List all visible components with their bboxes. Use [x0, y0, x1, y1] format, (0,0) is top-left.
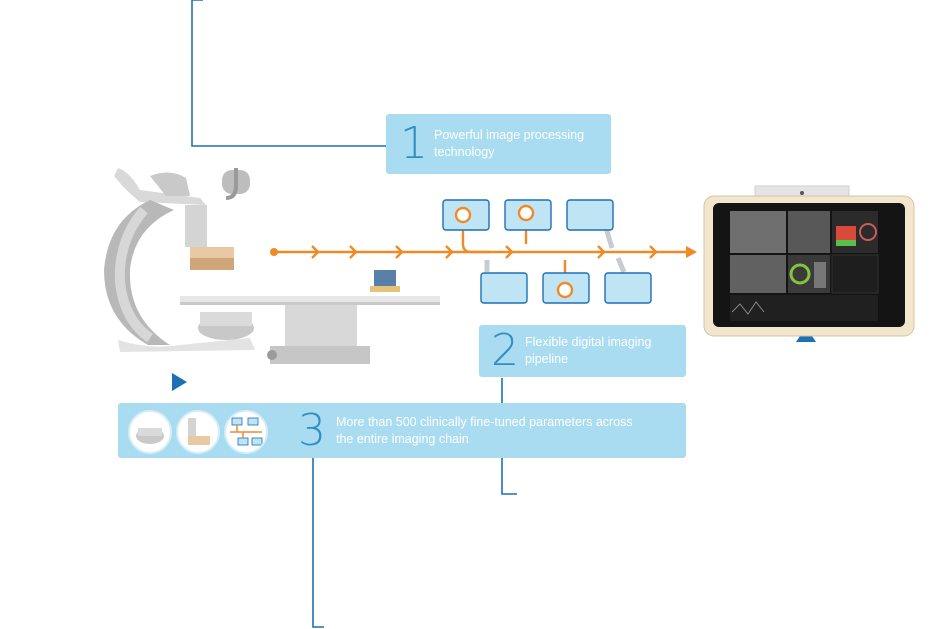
pipeline-node [566, 199, 614, 231]
pipeline-node [604, 272, 652, 304]
callout-imaging-pipeline: 2 Flexible digital imaging pipeline [479, 325, 686, 377]
callout-text-line: More than 500 clinically fine-tuned para… [336, 414, 633, 429]
xray-system-icon [104, 168, 440, 364]
callout-image-processing: 1 Powerful image processing technology [386, 114, 611, 174]
callout-text: More than 500 clinically fine-tuned para… [336, 414, 633, 448]
pipeline-mini-icon [224, 410, 268, 454]
flow-chevron [349, 245, 358, 259]
callout-number: 2 [491, 325, 519, 376]
callout-text: Powerful image processing technology [434, 127, 584, 161]
flow-chevron [445, 245, 454, 259]
chain-icons [128, 410, 272, 454]
callout-text-line: pipeline [525, 352, 569, 366]
pipeline-node-marker [454, 206, 472, 224]
callout-text-line: technology [434, 145, 495, 159]
flow-chevron [311, 245, 320, 259]
flow-chevron [649, 245, 658, 259]
flow-chevron [395, 245, 404, 259]
monitor-display-icon [703, 185, 915, 337]
pipeline-node [480, 272, 528, 304]
flow-chevron [505, 245, 514, 259]
flow-start-dot [270, 248, 278, 256]
callout-number: 1 [400, 118, 428, 169]
callout-number: 3 [298, 404, 326, 456]
pipeline-node-marker [556, 281, 574, 299]
pipeline-node-marker [517, 204, 535, 222]
callout-text-line: Powerful image processing [434, 128, 585, 142]
callout-text-line: the entire imaging chain [336, 431, 469, 446]
callout-text-line: Flexible digital imaging [525, 335, 652, 349]
pipeline-branch-1 [461, 218, 490, 254]
pipeline-icon [442, 199, 652, 304]
tube-icon [176, 410, 220, 454]
flow-arrowhead [686, 246, 697, 258]
leader-line-1 [191, 0, 388, 147]
callout-text: Flexible digital imaging pipeline [525, 334, 651, 368]
callout-parameters: 3 More than 500 clinically fine-tuned pa… [118, 403, 686, 458]
pointer-triangle-left [172, 373, 187, 391]
detector-icon [128, 410, 172, 454]
leader-line-3 [312, 458, 324, 628]
flow-chevron [597, 245, 606, 259]
